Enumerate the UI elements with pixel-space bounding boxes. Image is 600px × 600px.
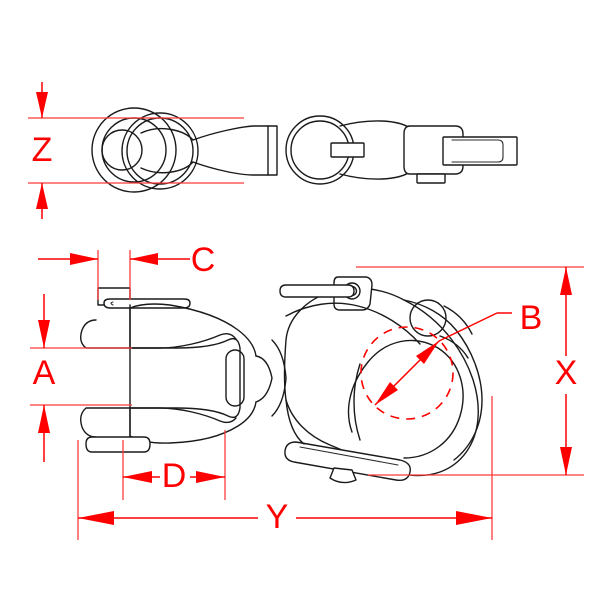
dimension-Y-arrow-left [78,511,114,525]
gate-blade-inner-line [299,446,399,466]
clevis-upper-arm [79,303,257,357]
dimension-X-arrow-down [560,447,572,475]
body-shoulder-bridge-inner [439,335,469,359]
dimension-A-label: A [33,354,56,392]
swivel-neck-left [255,355,273,403]
top-tapered-shank [192,125,269,176]
top-swivel-eye-outer [121,112,199,190]
top-gate-bottom-tab [416,173,446,184]
dimension-Y-group: Y [77,396,493,540]
dimension-D-arrow-right [196,471,225,483]
hook-throat-inner [347,339,464,459]
dimension-X-arrow-up [560,267,572,295]
dimension-B-arrow-lower-left [375,382,398,405]
body-shoulder-bridge [443,305,473,335]
dimension-Z-group: Z [28,82,244,219]
swivel-neck-right [271,339,287,417]
top-bail-outer-ring [91,107,177,193]
top-lever-inner-outline [451,139,504,163]
gate-bottom-lug [329,467,357,484]
dimension-A-arrow-down [38,320,50,348]
dimension-C-label: C [191,241,216,279]
dimension-A-group: A [30,294,132,462]
top-swivel-shoulder-lower [140,161,194,174]
top-release-pin-bar [330,142,365,158]
release-pin-shaft-side [279,284,355,298]
dimension-Z-label: Z [32,131,53,169]
dimension-D-arrow-left [123,471,152,483]
body-lower-left-contour [285,399,305,445]
dimension-B-arrow-upper-right [416,341,439,364]
dimension-C-arrow-left [130,253,158,265]
dimension-B-group: B [360,299,543,420]
dimension-C-arrow-right [70,253,98,265]
dimension-Z-arrow-up [36,183,48,209]
dimension-Y-arrow-right [456,511,492,525]
body-upper-contour [285,302,421,345]
top-view-geometry [91,107,518,193]
clevis-end-slot [225,349,245,407]
clevis-pin-eye-detail [110,301,114,306]
clevis-throat-slot [175,337,241,419]
dimension-X-group: X [356,266,584,476]
top-swivel-shoulder-upper [140,127,194,141]
clevis-upper-arm-inner [129,332,237,349]
side-view-geometry [79,276,483,484]
dimension-X-label: X [555,354,578,392]
dimension-B-throat-circle [360,326,454,420]
gate-blade [284,441,411,482]
throat-reinforcement [353,363,361,441]
dimension-D-group: D [122,430,226,500]
clevis-lower-arm-inner [129,407,237,424]
top-shank-collar [267,125,278,176]
dimension-Z-arrow-down [36,92,48,118]
dimension-B-label: B [520,299,543,337]
dimension-A-arrow-up [38,405,50,433]
clevis-bottom-bar [85,436,151,453]
dimension-B-leader [438,312,498,342]
dimension-Y-label: Y [266,498,289,536]
dimension-C-group: C [38,241,215,300]
body-swivel-hole [409,299,447,337]
hook-nose-outer [403,299,483,461]
top-release-lever-plate [442,136,518,166]
top-swivel-hub [101,129,143,171]
dimension-D-label: D [162,457,187,495]
